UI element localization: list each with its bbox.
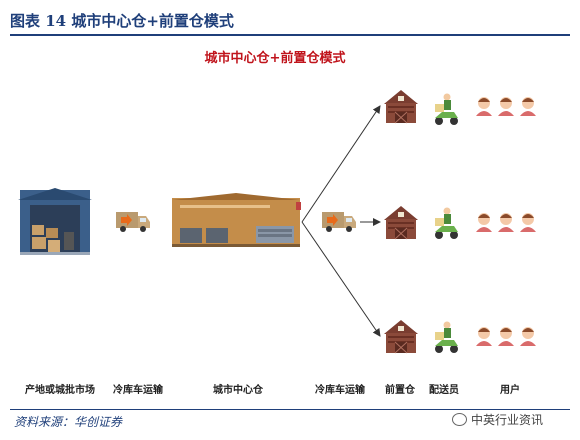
user-avatar-icon [498,97,514,116]
watermark: 中英行业资讯 [452,411,543,428]
front-barn-icon [383,205,419,240]
delivery-truck-icon [116,212,150,232]
user-avatar-icon [520,213,536,232]
label-courier: 配送员 [429,385,459,396]
user-avatar-icon [520,97,536,116]
label-origin: 产地或城批市场 [25,385,95,396]
user-avatar-icon [476,97,492,116]
diagram-title: 城市中心仓+前置仓模式 [204,51,346,66]
user-avatar-icon [498,327,514,346]
label-front-warehouse: 前置仓 [385,385,415,396]
footer-divider [10,409,570,410]
courier-scooter-icon [435,321,458,353]
user-avatar-icon [476,213,492,232]
front-barn-icon [383,319,419,354]
front-barn-icon [383,89,419,124]
flow-arrows [301,105,381,337]
courier-scooter-icon [435,93,458,125]
header-divider [10,34,570,36]
chart-header: 图表 14 城市中心仓+前置仓模式 [10,12,234,30]
source-note: 资料来源：华创证券 [14,415,123,429]
label-central-warehouse: 城市中心仓 [213,385,263,396]
user-avatar-icon [520,327,536,346]
origin-warehouse-icon [18,188,92,255]
wechat-icon [452,413,467,426]
label-user: 用户 [500,385,520,396]
delivery-truck-icon [322,212,356,232]
user-avatar-icon [498,213,514,232]
user-avatar-icon [476,327,492,346]
watermark-text: 中英行业资讯 [471,413,544,427]
central-warehouse-icon [172,193,301,247]
label-cold-truck-2: 冷库车运输 [315,385,365,396]
courier-scooter-icon [435,207,458,239]
label-cold-truck-1: 冷库车运输 [113,385,163,396]
